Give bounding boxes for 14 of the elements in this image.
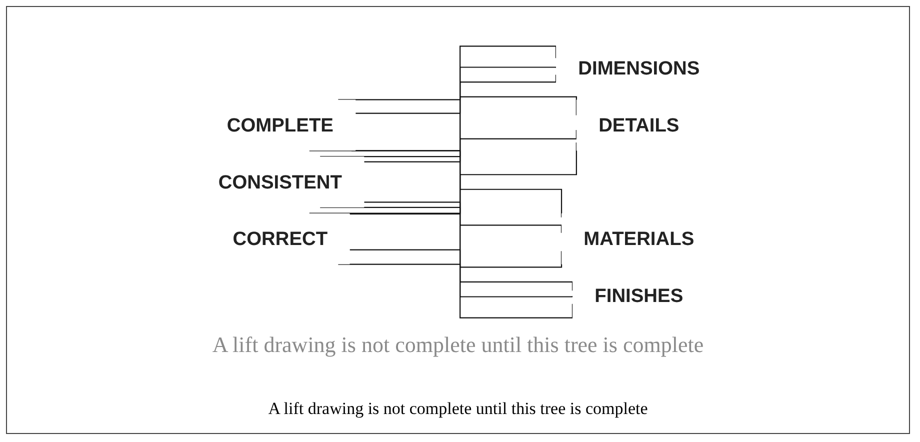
connector: [356, 96, 577, 116]
frame-border: COMPLETE CONSISTENT CORRECT DIMENSIONS DETAILS MATERIALS FINISHES A lift drawing is not complete until this tree is complete A lift drawing is not complete until this tree is complete: [6, 6, 910, 434]
connector: [320, 206, 574, 298]
node-text: MATERIALS: [584, 227, 694, 250]
caption-text: A lift drawing is not complete until this tree is complete: [267, 399, 649, 419]
connector: [309, 150, 574, 291]
caption-text: A lift drawing is not complete until this tree is complete: [211, 332, 705, 358]
connector: [338, 264, 574, 318]
connector: [350, 249, 562, 268]
node-text: FINISHES: [594, 284, 684, 306]
connector: [338, 46, 557, 100]
node-text: DIMENSIONS: [578, 56, 700, 80]
connector: [320, 66, 557, 158]
connector: [364, 202, 562, 233]
